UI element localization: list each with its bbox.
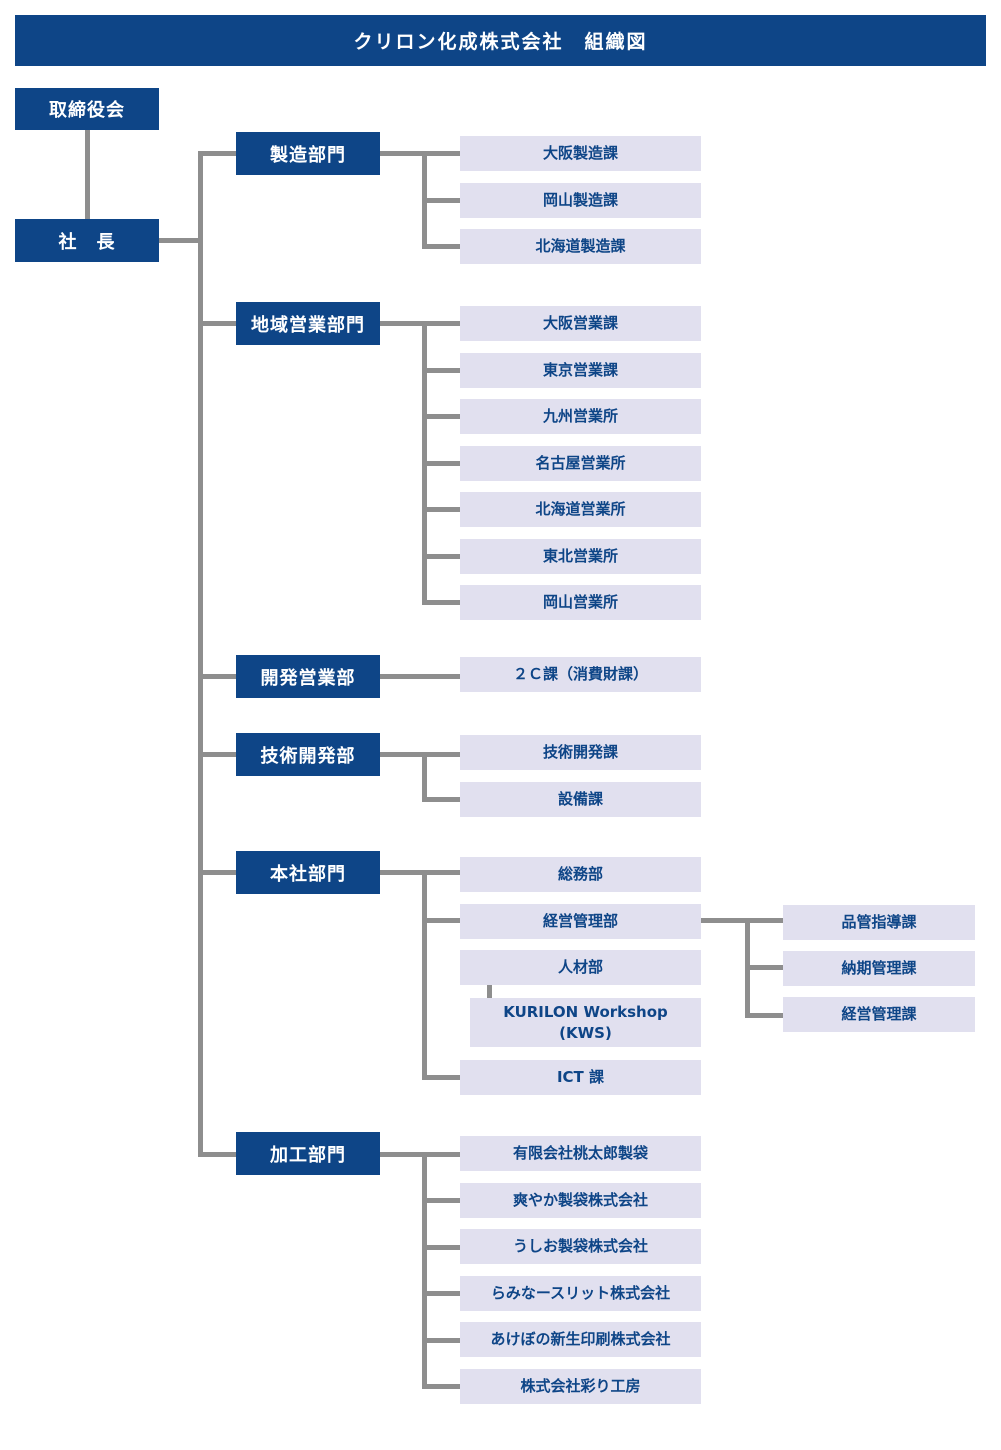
dept-box: 加工部門 [236,1132,380,1175]
connector-eigyo-b5 [422,507,462,512]
connector-kako-b3 [422,1245,462,1250]
unit-box: ２Ｃ課（消費財課） [460,657,701,692]
unit-box: 人材部 [460,950,701,985]
connector-eigyo-b7 [422,600,462,605]
unit-box: あけぼの新生印刷株式会社 [460,1322,701,1357]
connector-kako-b5 [422,1338,462,1343]
unit-box-kws: KURILON Workshop (KWS) [470,998,701,1047]
connector-gijutsu-b2 [422,797,462,802]
dept-box: 技術開発部 [236,733,380,776]
connector-honsha-h [378,870,462,875]
connector-gijutsu-v [422,752,427,802]
connector-president-trunk [158,238,201,243]
unit-box: 総務部 [460,857,701,892]
unit-box: 岡山営業所 [460,585,701,620]
connector-jinzai-kws [487,985,492,999]
connector-seizo-b2 [422,198,462,203]
connector-dept-6 [198,1152,238,1157]
connector-gijutsu-h [378,752,462,757]
dept-box: 開発営業部 [236,655,380,698]
connector-kako-b6 [422,1384,462,1389]
connector-kako-v [422,1152,427,1389]
unit-box: 大阪製造課 [460,136,701,171]
connector-eigyo-b2 [422,368,462,373]
connector-main-trunk [198,151,203,1157]
connector-dept-3 [198,674,238,679]
connector-kako-h [378,1152,462,1157]
dept-box: 本社部門 [236,851,380,894]
connector-keiei-sub-h [700,918,786,923]
unit-box: 東京営業課 [460,353,701,388]
unit-box: 経営管理部 [460,904,701,939]
dept-box: 地域営業部門 [236,302,380,345]
connector-honsha-b3 [422,1075,462,1080]
connector-keiei-sub-b2 [745,965,786,970]
connector-honsha-v [422,870,427,1080]
connector-dept-4 [198,752,238,757]
connector-eigyo-b3 [422,414,462,419]
connector-eigyo-h [378,321,462,326]
connector-dept-1 [198,151,238,156]
unit-box: 東北営業所 [460,539,701,574]
unit-box: 北海道製造課 [460,229,701,264]
unit-box: 技術開発課 [460,735,701,770]
unit-box: 名古屋営業所 [460,446,701,481]
unit-box: ICT 課 [460,1060,701,1095]
connector-keiei-sub-b3 [745,1013,786,1018]
unit-box: 北海道営業所 [460,492,701,527]
connector-dept-5 [198,870,238,875]
unit-box: うしお製袋株式会社 [460,1229,701,1264]
unit-box: らみなースリット株式会社 [460,1276,701,1311]
connector-seizo-h [378,151,462,156]
sub-unit-box: 経営管理課 [783,997,975,1032]
unit-box: 大阪営業課 [460,306,701,341]
connector-kako-b4 [422,1291,462,1296]
connector-kako-b2 [422,1198,462,1203]
board-box: 取締役会 [15,88,159,130]
connector-eigyo-b4 [422,461,462,466]
connector-eigyo-b6 [422,554,462,559]
connector-kaihatsu-eigyo-h [378,674,462,679]
unit-box: 岡山製造課 [460,183,701,218]
unit-box: 有限会社桃太郎製袋 [460,1136,701,1171]
connector-honsha-b2 [422,918,462,923]
dept-box: 製造部門 [236,132,380,175]
sub-unit-box: 納期管理課 [783,951,975,986]
unit-box: 爽やか製袋株式会社 [460,1183,701,1218]
unit-box: 設備課 [460,782,701,817]
unit-box: 九州営業所 [460,399,701,434]
sub-unit-box: 品管指導課 [783,905,975,940]
connector-dept-2 [198,321,238,326]
connector-seizo-b3 [422,244,462,249]
unit-box: 株式会社彩り工房 [460,1369,701,1404]
page-title: クリロン化成株式会社 組織図 [15,15,986,66]
president-box: 社 長 [15,219,159,262]
connector-board-president [85,129,90,219]
